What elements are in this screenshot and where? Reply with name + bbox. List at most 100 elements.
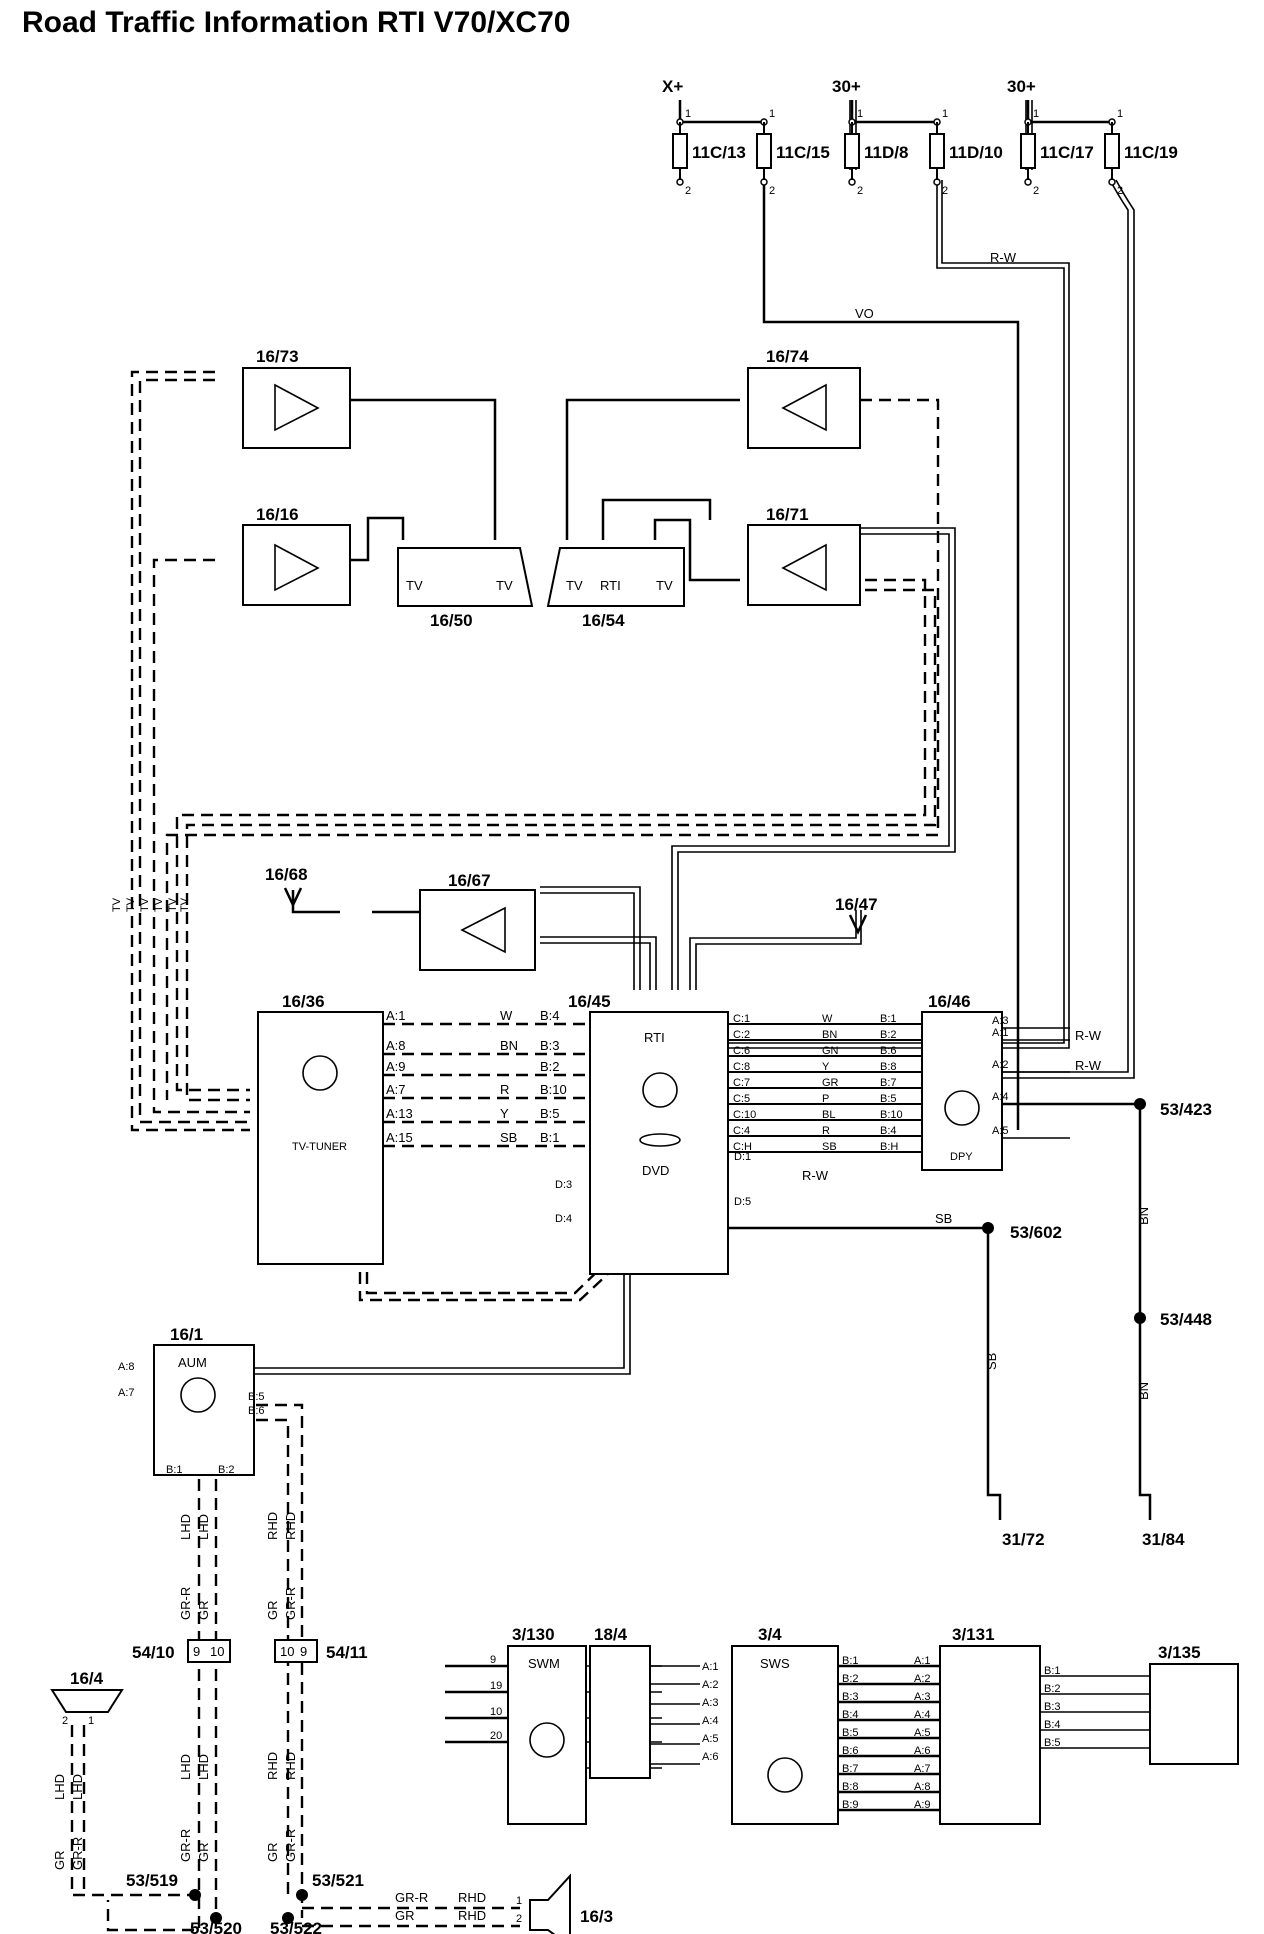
pin-label: D:5	[734, 1196, 751, 1208]
component-label: 16/36	[282, 992, 325, 1011]
switch-module-3-131	[939, 1645, 1041, 1825]
ground-label: 53/602	[1010, 1223, 1062, 1242]
pin-label: B:10	[540, 1082, 567, 1097]
switch-3-135	[1149, 1663, 1239, 1765]
wire-color: Y	[822, 1061, 830, 1073]
wire-color: TV	[153, 897, 165, 912]
pin-number: 10	[210, 1644, 224, 1659]
pin-label: B:2	[1044, 1683, 1061, 1695]
pin-label: D:1	[734, 1151, 751, 1163]
speaker-16-4	[50, 1689, 124, 1713]
pin-label: A:4	[914, 1709, 931, 1721]
wire-color: R-W	[1075, 1028, 1102, 1043]
amplifier-16-16	[242, 524, 351, 606]
component-label: 3/131	[952, 1625, 995, 1644]
antenna-icon	[283, 887, 303, 908]
speaker-16-3	[529, 1873, 571, 1934]
pin-label: A:6	[914, 1745, 931, 1757]
pin-label: C:H	[733, 1141, 752, 1153]
pin-label: A:1	[702, 1661, 719, 1673]
pin-label: B:3	[540, 1038, 560, 1053]
pin-number: 1	[857, 108, 863, 120]
amplifier-icon	[274, 383, 320, 432]
pin-number: 10	[280, 1644, 294, 1659]
pin-number: 19	[490, 1680, 502, 1692]
supply-label: X+	[662, 77, 683, 96]
wire-color: GR	[52, 1851, 67, 1871]
component-label: 54/10	[132, 1643, 175, 1662]
pin-label: A:9	[386, 1059, 406, 1074]
wire-color: GR	[265, 1601, 280, 1621]
pin-label: D:4	[555, 1213, 572, 1225]
component-label: 3/4	[758, 1625, 782, 1644]
fuse	[1104, 133, 1120, 169]
pin-number: 1	[769, 108, 775, 120]
pin-label: A:3	[702, 1697, 719, 1709]
pin-label: A:7	[118, 1387, 135, 1399]
pin-label: A:7	[386, 1082, 406, 1097]
amplifier-16-73	[242, 367, 351, 449]
fuse-label: 11C/15	[776, 143, 830, 162]
wire-color: LHD	[52, 1774, 67, 1800]
component-label: 16/4	[70, 1669, 104, 1688]
pin-label: B:1	[880, 1013, 897, 1025]
pin-label: C:1	[733, 1013, 750, 1025]
wire-color: LHD	[196, 1514, 211, 1540]
ground-point	[189, 1889, 201, 1901]
pin-label: B:6	[842, 1745, 859, 1757]
pin-label: B:6	[880, 1045, 897, 1057]
pin-label: B:4	[1044, 1719, 1061, 1731]
wire-color: W	[822, 1013, 833, 1025]
components: 16/73 16/74 16/16 16/71 16/50 TV TV 16/5…	[50, 347, 1239, 1934]
wiring: VO R-W R-W R-W TV TV TV TV	[52, 179, 1152, 1932]
pin-number: 2	[516, 1913, 522, 1925]
pin-label: B:4	[880, 1125, 897, 1137]
wire-color: GR-R	[70, 1837, 85, 1870]
display-16-46	[921, 1011, 1003, 1171]
wire-color: SB	[500, 1130, 517, 1145]
pin-number: 1	[1117, 108, 1123, 120]
pin-number: 9	[490, 1654, 496, 1666]
control-module-icon	[180, 1377, 216, 1413]
pin-number: 2	[769, 185, 775, 197]
pin-number: 1	[1033, 108, 1039, 120]
pin-label: A:1	[914, 1655, 931, 1667]
wire-color: SB	[822, 1141, 837, 1153]
ground-points: 53/423 53/602 53/448 31/72 31/84 53/519 …	[126, 1098, 1212, 1934]
component-label: 16/50	[430, 611, 473, 630]
component-label: 16/45	[568, 992, 611, 1011]
wire-color: BN	[1136, 1207, 1151, 1225]
rti-dvd-16-45	[589, 1011, 729, 1275]
component-label: 16/46	[928, 992, 971, 1011]
pin-label: B:7	[842, 1763, 859, 1775]
pin-label: C:8	[733, 1061, 750, 1073]
wire-color: SB	[984, 1353, 999, 1370]
ground-point	[982, 1222, 994, 1234]
switch-module-3-4	[731, 1645, 839, 1825]
wire-color: R-W	[990, 250, 1017, 265]
pin-number: 10	[490, 1706, 502, 1718]
ground-point	[296, 1889, 308, 1901]
pin-label: B:2	[880, 1029, 897, 1041]
pin-label: A:2	[914, 1673, 931, 1685]
pin-label: C:6	[733, 1045, 750, 1057]
ground-label: 31/72	[1002, 1530, 1045, 1549]
antenna-window-16-50	[397, 547, 534, 607]
pin-label: B:2	[842, 1673, 859, 1685]
fuse	[672, 133, 688, 169]
pin-label: B:9	[842, 1799, 859, 1811]
module-name: TV-TUNER	[292, 1141, 347, 1153]
control-module-icon	[529, 1722, 565, 1758]
pin-number: 1	[942, 108, 948, 120]
pin-label: A:4	[702, 1715, 719, 1727]
module-name: SWM	[528, 1656, 560, 1671]
wire-color: LHD	[196, 1754, 211, 1780]
ground-point	[282, 1912, 294, 1924]
ground-label: 53/522	[270, 1919, 322, 1934]
amplifier-icon	[274, 543, 320, 592]
wire-color: W	[500, 1008, 513, 1023]
component-label: 18/4	[594, 1625, 628, 1644]
pin-number: 9	[300, 1644, 307, 1659]
pin-label: B:5	[880, 1093, 897, 1105]
component-label: 16/67	[448, 871, 491, 890]
